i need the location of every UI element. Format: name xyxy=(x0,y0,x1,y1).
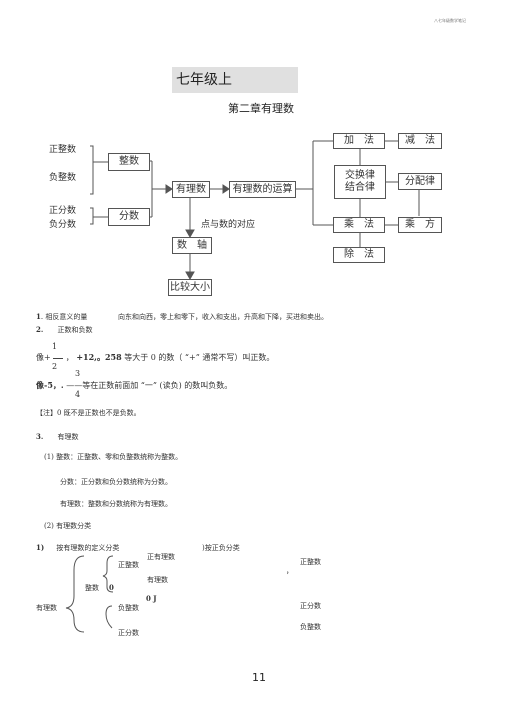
definition-integer: (1) 整数：正整数、零和负整数统称为整数。 xyxy=(44,453,183,461)
classify-rational-label: 有理数 xyxy=(147,576,168,584)
frac1-den: 2 xyxy=(52,362,58,371)
commutative-box: 交换律 结合律 xyxy=(334,165,386,199)
frac2-den: 4 xyxy=(75,390,81,399)
item1-label: . 相反意义的量 xyxy=(40,313,88,321)
operations-box: 有理数的运算 xyxy=(229,181,296,198)
item2-label: 正数和负数 xyxy=(57,326,93,334)
item1: 1. 相反意义的量 xyxy=(36,312,87,322)
line-a-prefix: 像+ xyxy=(36,353,51,362)
label-positive-integer: 正整数 xyxy=(49,145,77,155)
definition-rational: 有理数：整数和分数统称为有理数。 xyxy=(60,500,172,508)
line-b-prefix: 像-5，. xyxy=(36,380,64,390)
right-dot: ， xyxy=(286,567,293,575)
add-box: 加 法 xyxy=(333,133,385,149)
frac2-num: 3 xyxy=(75,369,81,378)
line-a-text: 等大于 0 的数（ “+” 通常不写）叫正数。 xyxy=(124,353,275,362)
point-number-label: 点与数的对应 xyxy=(201,220,256,230)
compare-box: 比较大小 xyxy=(168,279,212,296)
line-a-mid: ， xyxy=(65,353,74,362)
classify-zero: 0 xyxy=(109,583,114,592)
line-a-bold: +12,。258 xyxy=(76,352,122,362)
classify-positive-rational: 正有理数 xyxy=(147,553,175,561)
item3: 3. 有理数 xyxy=(36,432,79,442)
classify-positive-fraction: 正分数 xyxy=(118,629,139,637)
classify-root: 有理数 xyxy=(36,604,57,612)
integers-box: 整数 xyxy=(108,153,150,171)
frac1-bar xyxy=(53,357,64,359)
class-title1: 按有理数的定义分类 xyxy=(56,544,120,552)
line-a: 像+ ， +12,。258 等大于 0 的数（ “+” 通常不写）叫正数。 xyxy=(36,352,274,363)
commutative-line: 交换律 xyxy=(345,170,375,181)
right-negative-integer: 负整数 xyxy=(300,623,321,631)
item3-num: 3. xyxy=(36,432,44,441)
line-b: 像-5，. ——等在正数前面加 “一” (读负) 的数叫负数。 xyxy=(36,380,232,391)
note-zero: 【注】0 既不是正数也不是负数。 xyxy=(36,409,141,417)
divide-box: 除 法 xyxy=(333,247,385,263)
item2: 2. 正数和负数 xyxy=(36,325,93,335)
label-negative-integer: 负整数 xyxy=(49,173,77,183)
line-b-text: ——等在正数前面加 “一” (读负) 的数叫负数。 xyxy=(66,381,233,390)
item1-num: 1 xyxy=(36,312,41,321)
classify-positive-integer: 正整数 xyxy=(118,561,139,569)
diagram-lines xyxy=(90,140,420,281)
classification-heading: (2) 有理数分类 xyxy=(44,522,92,530)
classify-negative-integer: 负整数 xyxy=(118,604,139,612)
number-axis-box: 数 轴 xyxy=(172,237,212,254)
frac1-num: 1 xyxy=(52,342,58,351)
page-number: 11 xyxy=(252,671,266,684)
label-positive-fraction: 正分数 xyxy=(49,206,77,216)
subtract-box: 减 法 xyxy=(398,133,442,149)
classify-integer: 整数 xyxy=(85,584,99,592)
associative-line: 结合律 xyxy=(345,182,375,193)
item2-num: 2. xyxy=(36,325,44,334)
fractions-box: 分数 xyxy=(108,208,150,226)
title-box: 七年级上 xyxy=(172,67,298,93)
rational-box: 有理数 xyxy=(172,181,210,198)
item3-label: 有理数 xyxy=(57,433,79,441)
definition-fraction: 分数：正分数和负分数统称为分数。 xyxy=(60,478,172,486)
item1-text: 向东和向西，零上和零下，收入和支出，升高和下降，买进和卖出。 xyxy=(118,313,328,321)
classify-zero-j: 0 J xyxy=(146,594,157,603)
distributive-box: 分配律 xyxy=(398,173,442,190)
label-negative-fraction: 负分数 xyxy=(49,220,77,230)
right-positive-fraction: 正分数 xyxy=(300,602,321,610)
power-box: 乘 方 xyxy=(398,217,442,233)
multiply-box: 乘 法 xyxy=(333,217,385,233)
class-line: 1) 按有理数的定义分类 xyxy=(36,543,119,553)
right-positive-integer: 正整数 xyxy=(300,558,321,566)
class-title2: )按正负分类 xyxy=(202,544,240,552)
chapter-title: 第二章有理数 xyxy=(228,102,294,115)
class-num: 1) xyxy=(36,543,45,552)
header-note: 八七年级数学笔记 xyxy=(434,18,466,23)
